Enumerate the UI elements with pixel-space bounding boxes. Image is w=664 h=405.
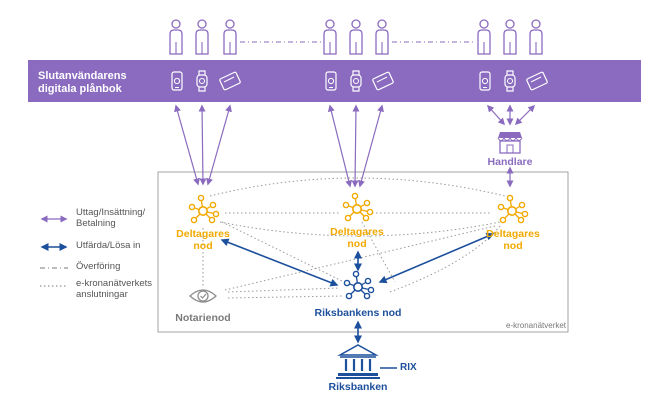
- rix-label: RIX: [400, 362, 417, 373]
- wallet-title: Slutanvändarens digitala plånbok: [38, 70, 127, 95]
- person-icon: [195, 19, 209, 55]
- person-icon: [323, 19, 337, 55]
- person-icon: [529, 19, 543, 55]
- person-icon: [503, 19, 517, 55]
- eye-check-icon: [189, 289, 217, 303]
- bank-icon: [336, 344, 380, 379]
- riksbank-node-label: Riksbankens nod: [314, 307, 402, 319]
- person-icon: [223, 19, 237, 55]
- network-label: e-kronanätverket: [506, 321, 567, 330]
- shop-icon: [497, 132, 523, 154]
- participant-node-left-label: Deltagares nod: [176, 228, 230, 253]
- person-icon: [169, 19, 183, 55]
- wallet-title-line2: digitala plånbok: [38, 82, 122, 95]
- person-icon: [477, 19, 491, 55]
- participant-node-right-icon: [497, 194, 529, 224]
- participant-node-center-label: Deltagares nod: [330, 226, 384, 251]
- wallet-band: [28, 60, 641, 102]
- riksbanken-label: Riksbanken: [328, 381, 388, 393]
- notary-node-label: Notarienod: [175, 312, 231, 324]
- person-icon: [375, 19, 389, 55]
- riksbank-node-icon: [343, 270, 375, 300]
- legend-item-transfer: Överföring: [76, 261, 121, 272]
- wallet-title-line1: Slutanvändarens: [38, 70, 127, 82]
- participant-node-right-label: Deltagares nod: [486, 228, 540, 253]
- legend-item-connections: e-kronanätverkets anslutningar: [76, 278, 153, 300]
- legend-item-payment: Uttag/Insättning/ Betalning: [76, 207, 146, 229]
- merchant-label: Handlare: [487, 156, 533, 168]
- payment-arrows: [174, 104, 536, 188]
- legend-item-issue-redeem: Utfärda/Lösa in: [76, 240, 141, 251]
- issue-redeem-arrows: [220, 232, 495, 344]
- participant-node-center-icon: [342, 192, 374, 222]
- person-icon: [349, 19, 363, 55]
